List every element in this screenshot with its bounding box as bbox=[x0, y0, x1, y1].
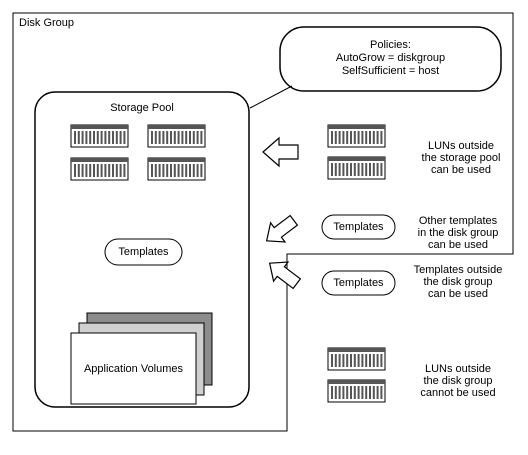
lun-outside-pool-icon bbox=[327, 124, 386, 148]
diagonal-arrow-templates-outside bbox=[268, 261, 302, 290]
templates-outside-line-3: can be used bbox=[428, 288, 488, 300]
luns-outside-group-line-2: the disk group bbox=[423, 375, 493, 387]
lun-outside-group-icon bbox=[327, 379, 386, 403]
lun-outside-group-icon bbox=[327, 347, 386, 371]
policies-connector bbox=[249, 85, 293, 109]
luns-outside-pool-line-2: the storage pool bbox=[421, 152, 501, 164]
disk-group-label: Disk Group bbox=[19, 17, 75, 29]
pool-disk-array-icon bbox=[70, 124, 129, 148]
left-arrow-luns bbox=[262, 136, 299, 168]
policies-title: Policies: bbox=[370, 39, 411, 51]
app-volume-sheet-front bbox=[70, 332, 197, 405]
templates-outside-line-2: the disk group bbox=[423, 276, 493, 288]
templates-in-group-pill bbox=[321, 214, 396, 240]
luns-outside-pool-line-3: can be used bbox=[431, 164, 491, 176]
disk-group-boundary bbox=[12, 12, 514, 432]
other-templates-line-1: Other templates bbox=[418, 215, 498, 227]
templates-outside-label: Templates bbox=[333, 277, 384, 289]
templates-outside-pill bbox=[321, 270, 396, 296]
templates-pool-label: Templates bbox=[118, 246, 169, 258]
pool-disk-array-icon bbox=[70, 157, 129, 181]
policies-line-2: SelfSufficient = host bbox=[341, 65, 440, 77]
pool-disk-array-icon bbox=[147, 157, 206, 181]
application-volumes-label: Application Volumes bbox=[83, 363, 184, 375]
luns-outside-group-line-1: LUNs outside bbox=[424, 363, 492, 375]
luns-outside-pool-line-1: LUNs outside bbox=[427, 140, 495, 152]
other-templates-line-2: in the disk group bbox=[417, 227, 499, 239]
diagonal-arrow-templates-in-group bbox=[265, 214, 299, 243]
other-templates-line-3: can be used bbox=[428, 239, 488, 251]
templates-pool-pill bbox=[104, 238, 183, 266]
templates-in-group-label: Templates bbox=[333, 221, 384, 233]
policies-box bbox=[279, 26, 502, 92]
storage-pool-label: Storage Pool bbox=[110, 102, 174, 114]
pool-disk-array-icon bbox=[147, 124, 206, 148]
policies-line-1: AutoGrow = diskgroup bbox=[335, 52, 446, 64]
lun-outside-pool-icon bbox=[327, 156, 386, 180]
luns-outside-group-line-3: cannot be used bbox=[420, 387, 496, 399]
templates-outside-line-1: Templates outside bbox=[413, 264, 503, 276]
